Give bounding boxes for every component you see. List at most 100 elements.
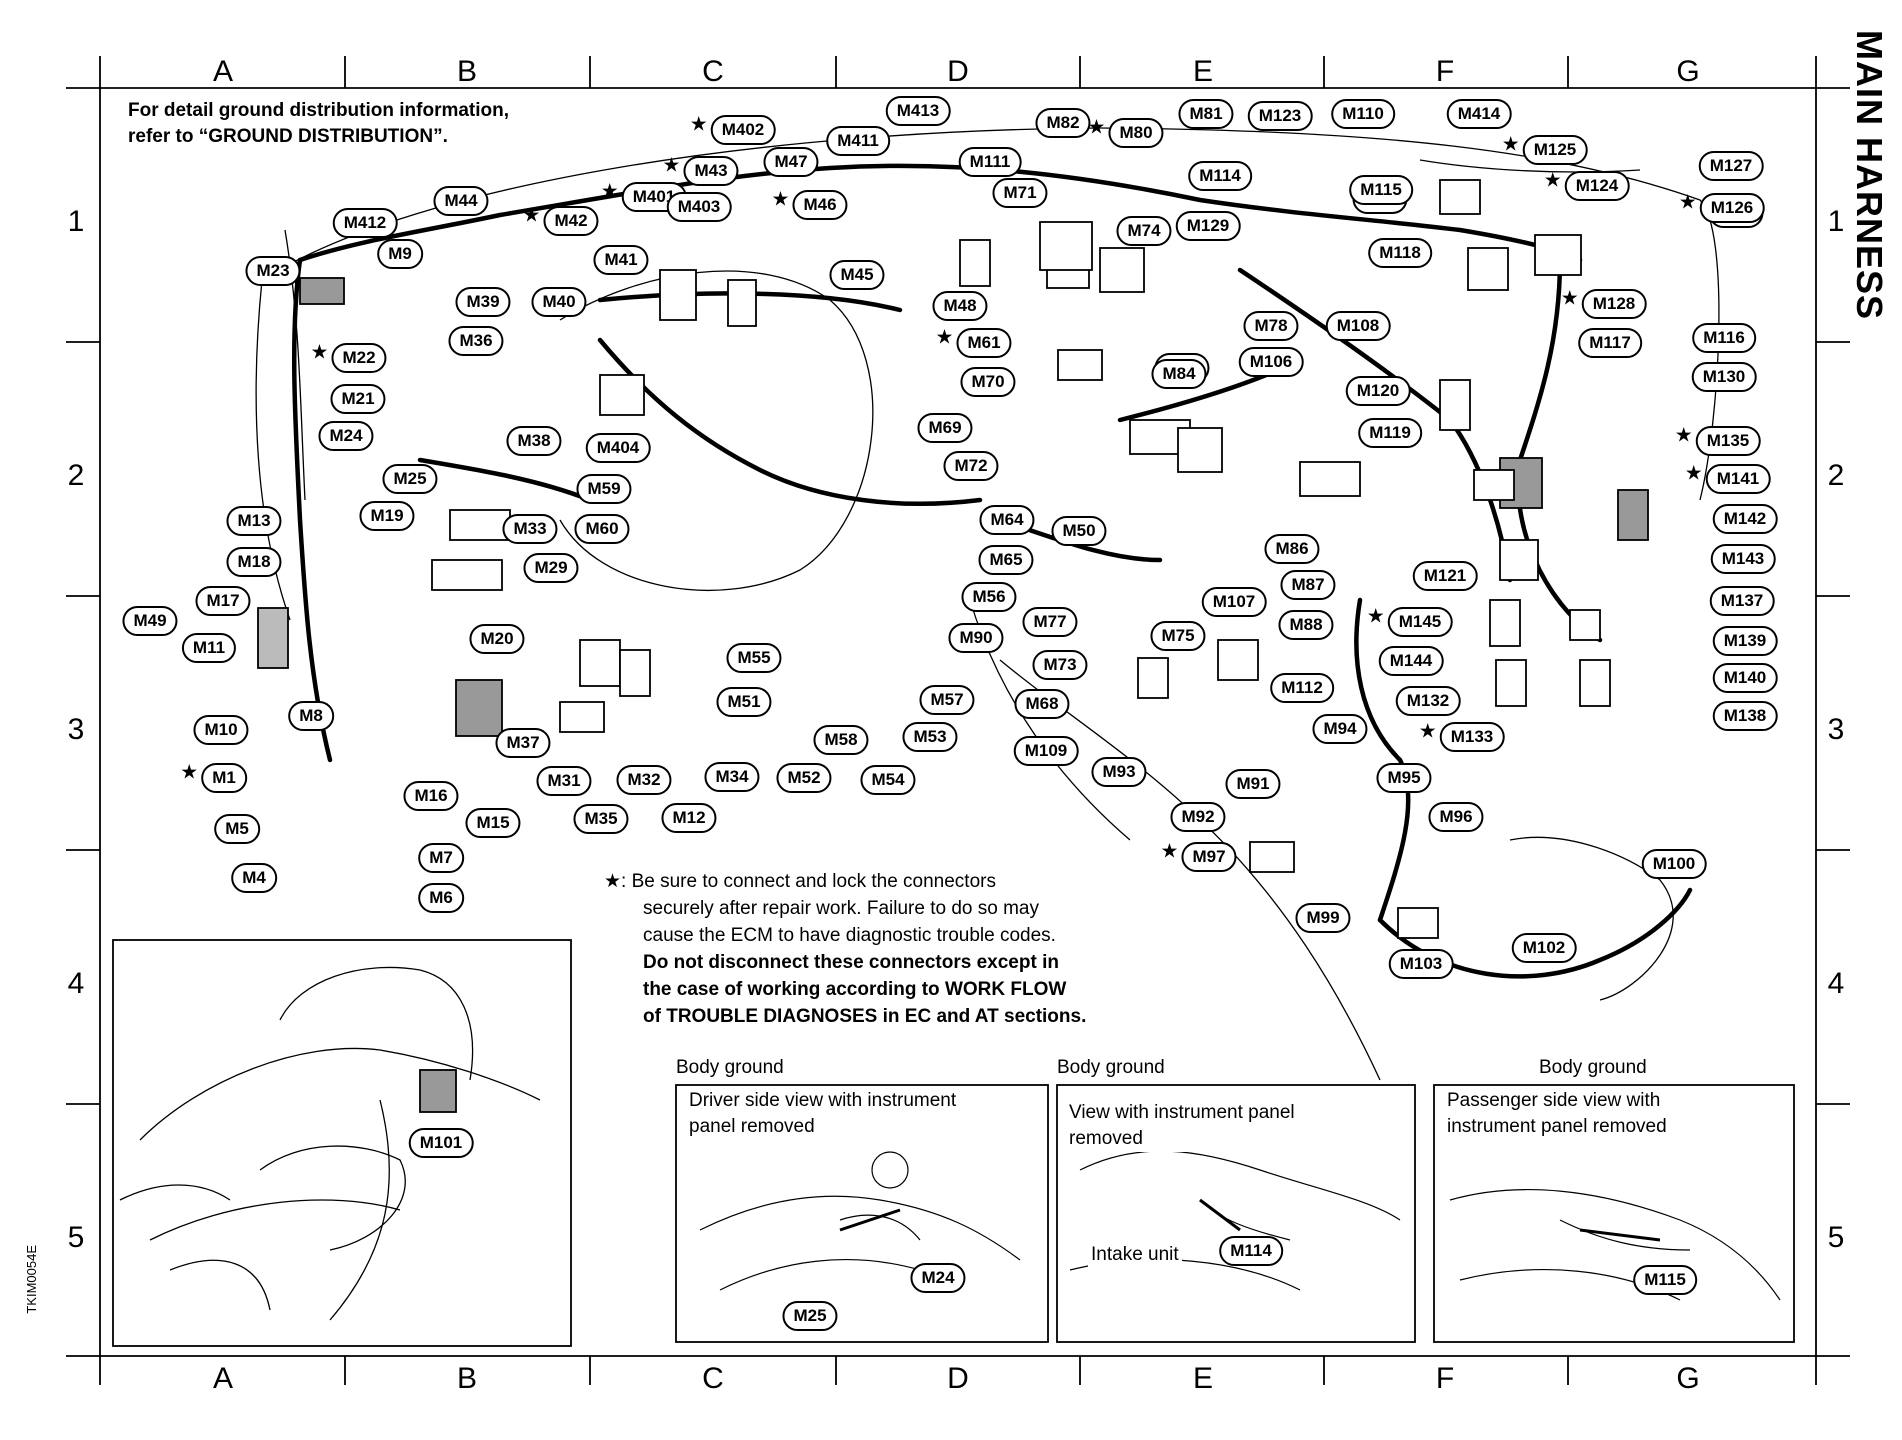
row-label: 4 — [67, 967, 85, 1000]
row-label: 1 — [1827, 205, 1845, 238]
star-marker: ★ — [180, 761, 199, 784]
star-marker: ★ — [1087, 116, 1106, 139]
connector-label-m80: M80 — [1108, 118, 1164, 148]
connector-label-m90: M90 — [948, 623, 1004, 653]
connector-label-m70: M70 — [960, 367, 1016, 397]
star-marker: ★ — [1366, 605, 1385, 628]
row-label: 4 — [1827, 967, 1845, 1000]
star-marker: ★ — [310, 341, 329, 364]
connector-label-m404: M404 — [585, 433, 651, 463]
connector-label-m142: M142 — [1712, 504, 1778, 534]
connector-label-m44: M44 — [433, 186, 489, 216]
connector-label-m145: M145 — [1387, 607, 1453, 637]
connector-label-m25: M25 — [382, 464, 438, 494]
caption-line: panel removed — [689, 1116, 815, 1137]
connector-label-m133: M133 — [1439, 722, 1505, 752]
star-note-text: Be sure to connect and lock the connecto… — [631, 871, 996, 892]
center-inset-title: Body ground — [1057, 1057, 1165, 1078]
star-marker: ★ — [771, 188, 790, 211]
connector-label-m100: M100 — [1641, 849, 1707, 879]
column-label: G — [1676, 1362, 1700, 1395]
connector-label-m20: M20 — [469, 624, 525, 654]
column-label: D — [947, 55, 969, 88]
connector-label-m57: M57 — [919, 685, 975, 715]
connector-label-m101: M101 — [408, 1128, 474, 1158]
connector-label-m102: M102 — [1511, 933, 1577, 963]
connector-label-m108: M108 — [1325, 311, 1391, 341]
connector-label-m23: M23 — [245, 256, 301, 286]
connector-label-m69: M69 — [917, 413, 973, 443]
connector-label-m82: M82 — [1035, 108, 1091, 138]
connector-label-m40: M40 — [531, 287, 587, 317]
connector-label-m5: M5 — [214, 814, 260, 844]
star-marker: ★ — [662, 154, 681, 177]
star-marker: ★ — [522, 204, 541, 227]
connector-label-m107: M107 — [1201, 587, 1267, 617]
connector-label-m7: M7 — [418, 843, 464, 873]
connector-label-m114: M114 — [1188, 161, 1252, 191]
connector-label-m37: M37 — [495, 728, 551, 758]
caption-line: Driver side view with instrument — [689, 1090, 957, 1111]
connector-label-m117: M117 — [1578, 328, 1642, 358]
star-note-line: securely after repair work. Failure to d… — [643, 898, 1039, 919]
connector-label-m144: M144 — [1378, 646, 1444, 676]
connector-label-m130: M130 — [1691, 362, 1757, 392]
column-label: A — [212, 1362, 234, 1395]
ground-distribution-note: For detail ground distribution informati… — [128, 98, 509, 150]
connector-label-m46: M46 — [792, 190, 848, 220]
connector-label-m13: M13 — [226, 506, 282, 536]
connector-label-m143: M143 — [1710, 544, 1776, 574]
connector-label-m119: M119 — [1358, 418, 1422, 448]
connector-label-m106: M106 — [1238, 347, 1304, 377]
star-symbol: ★: — [604, 871, 627, 892]
connector-label-m59: M59 — [576, 474, 632, 504]
connector-label-m124: M124 — [1564, 171, 1630, 201]
connector-label-m120: M120 — [1345, 376, 1411, 406]
row-label: 3 — [67, 713, 85, 746]
connector-label-m126: M126 — [1699, 193, 1765, 223]
connector-label-m47: M47 — [763, 147, 819, 177]
connector-label-m138: M138 — [1712, 701, 1778, 731]
connector-label-m140: M140 — [1712, 663, 1778, 693]
connector-label-m115: M115 — [1633, 1265, 1697, 1295]
connector-label-m412: M412 — [332, 208, 398, 238]
connector-label-m11: M11 — [181, 633, 237, 663]
connector-label-m95: M95 — [1376, 763, 1432, 793]
connector-label-m128: M128 — [1581, 289, 1647, 319]
star-note-warning: Do not disconnect these connectors excep… — [643, 952, 1059, 973]
caption-line: removed — [1069, 1128, 1143, 1149]
connector-label-m129: M129 — [1175, 211, 1241, 241]
row-label: 2 — [67, 459, 85, 492]
caption-line: Passenger side view with — [1447, 1090, 1661, 1111]
connector-label-m34: M34 — [704, 762, 760, 792]
caption-line: instrument panel removed — [1447, 1116, 1667, 1137]
column-label: E — [1192, 55, 1214, 88]
star-note: ★: Be sure to connect and lock the conne… — [604, 868, 1086, 1030]
center-inset-caption: View with instrument panel removed — [1066, 1100, 1298, 1152]
connector-label-m8: M8 — [288, 701, 334, 731]
connector-label-m135: M135 — [1695, 426, 1761, 456]
connector-label-m39: M39 — [455, 287, 511, 317]
star-marker: ★ — [1160, 840, 1179, 863]
driver-inset-title: Body ground — [676, 1057, 784, 1078]
connector-label-m92: M92 — [1170, 802, 1226, 832]
row-label: 5 — [67, 1221, 85, 1254]
connector-label-m15: M15 — [465, 808, 521, 838]
caption-line: View with instrument panel — [1069, 1102, 1295, 1123]
connector-label-m112: M112 — [1270, 673, 1334, 703]
figure-code: TKIM0054E — [24, 1245, 39, 1314]
row-label: 3 — [1827, 713, 1845, 746]
connector-label-m78: M78 — [1243, 311, 1299, 341]
row-label: 1 — [67, 205, 85, 238]
connector-label-m1: M1 — [201, 763, 247, 793]
note-line: For detail ground distribution informati… — [128, 100, 510, 121]
column-label: E — [1192, 1362, 1214, 1395]
connector-label-m123: M123 — [1247, 101, 1313, 131]
connector-label-m116: M116 — [1692, 323, 1756, 353]
connector-label-m141: M141 — [1705, 464, 1771, 494]
connector-label-m88: M88 — [1278, 610, 1334, 640]
star-marker: ★ — [600, 180, 619, 203]
connector-label-m16: M16 — [403, 781, 459, 811]
connector-label-m94: M94 — [1312, 714, 1368, 744]
